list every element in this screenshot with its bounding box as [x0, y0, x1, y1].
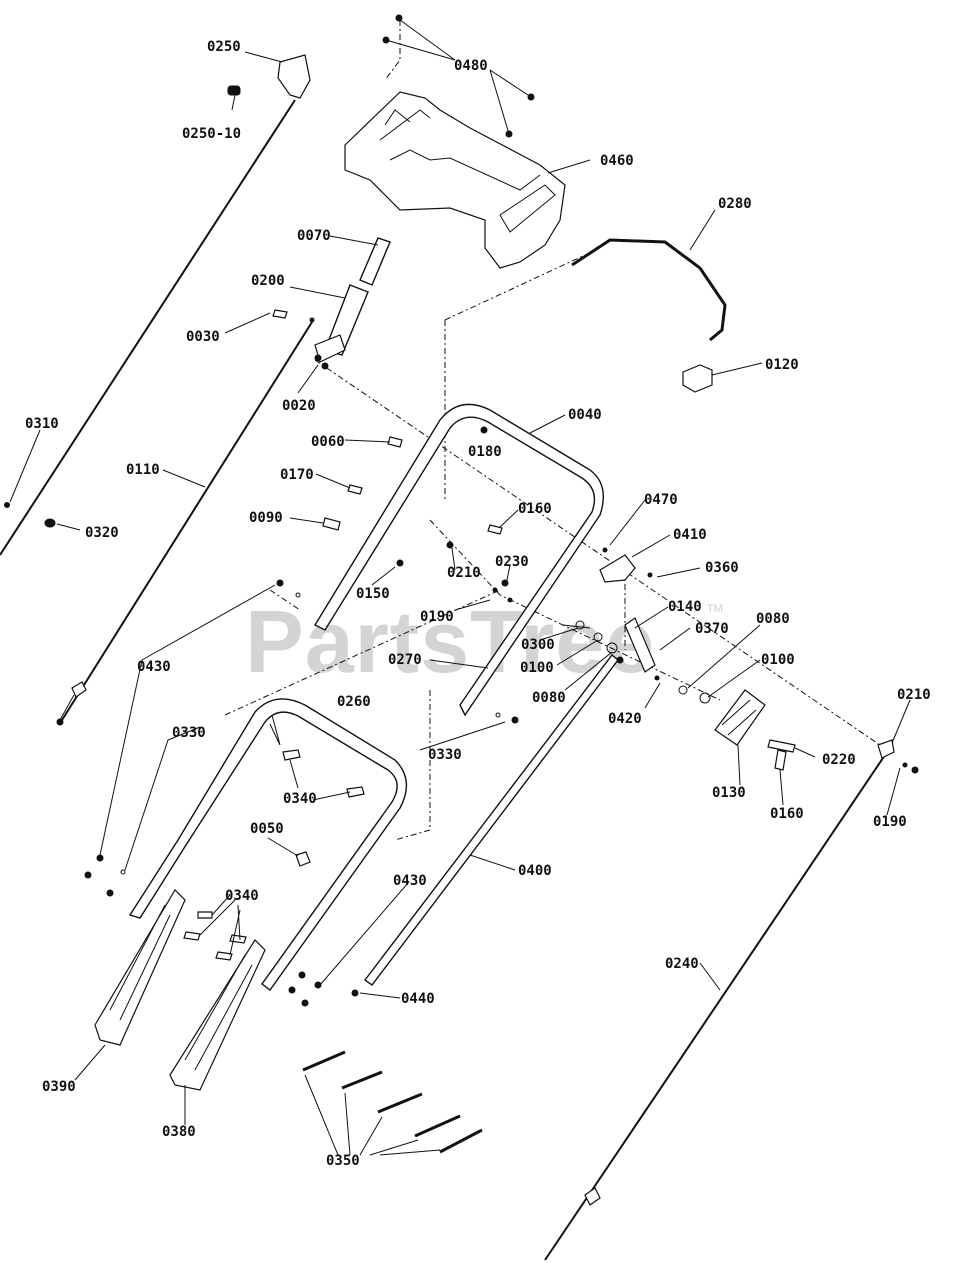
callout-0440: 0440: [401, 991, 435, 1007]
callout-0410: 0410: [673, 527, 707, 543]
cable-0240: [544, 739, 919, 1261]
callout-0420: 0420: [608, 711, 642, 727]
watermark: PartsTree TM: [245, 592, 723, 691]
callout-0110: 0110: [126, 462, 160, 478]
watermark-text: PartsTree: [245, 592, 655, 691]
callout-0170: 0170: [280, 467, 314, 483]
callout-0430-right: 0430: [393, 873, 427, 889]
callout-0210-right: 0210: [897, 687, 931, 703]
control-tube-0200: [272, 237, 391, 370]
upper-handle-0040: [314, 403, 604, 717]
callout-0330-center: 0330: [428, 747, 462, 763]
callout-0140: 0140: [668, 599, 702, 615]
callout-0210-left: 0210: [447, 565, 481, 581]
callout-0270: 0270: [388, 652, 422, 668]
rod-0400: [351, 653, 619, 997]
callout-0090: 0090: [249, 510, 283, 526]
callout-0100-right: 0100: [761, 652, 795, 668]
callout-0470: 0470: [644, 492, 678, 508]
callout-0020: 0020: [282, 398, 316, 414]
callout-0320: 0320: [85, 525, 119, 541]
callout-0360: 0360: [705, 560, 739, 576]
callout-0080-upper: 0080: [756, 611, 790, 627]
callout-0300: 0300: [521, 637, 555, 653]
callout-0070: 0070: [297, 228, 331, 244]
callout-0080-lower: 0080: [532, 690, 566, 706]
callout-0280: 0280: [718, 196, 752, 212]
bail-rod-0280: [571, 238, 727, 393]
callout-0060: 0060: [311, 434, 345, 450]
callout-0330-left: 0330: [172, 725, 206, 741]
watermark-tm: TM: [707, 603, 723, 615]
callout-0340-lower: 0340: [225, 888, 259, 904]
callout-0180: 0180: [468, 444, 502, 460]
cable-ties-0350: [302, 1050, 483, 1154]
callout-0160-lower: 0160: [770, 806, 804, 822]
lower-handle-0260: [128, 698, 408, 991]
callout-0310: 0310: [25, 416, 59, 432]
callout-0260: 0260: [337, 694, 371, 710]
callout-0100-center: 0100: [520, 660, 554, 676]
callout-0190-right: 0190: [873, 814, 907, 830]
callout-0340-upper: 0340: [283, 791, 317, 807]
callout-0150: 0150: [356, 586, 390, 602]
callout-0050: 0050: [250, 821, 284, 837]
cable-0110: [56, 321, 313, 726]
console-housing-0460: [344, 14, 566, 269]
control-cable-0310: [0, 54, 311, 556]
callout-0030: 0030: [186, 329, 220, 345]
brackets-0390-0380: [94, 889, 266, 1091]
callout-0390: 0390: [42, 1079, 76, 1095]
callout-0200: 0200: [251, 273, 285, 289]
bracket-0410-0140: [599, 547, 656, 673]
callout-0190-left: 0190: [420, 609, 454, 625]
callout-0250: 0250: [207, 39, 241, 55]
alignment-lines: [224, 20, 881, 841]
leader-lines: [9, 19, 911, 1156]
callout-0130: 0130: [712, 785, 746, 801]
callout-0220: 0220: [822, 752, 856, 768]
callout-0040: 0040: [568, 407, 602, 423]
callout-0250-10: 0250-10: [182, 126, 241, 142]
callout-0480: 0480: [454, 58, 488, 74]
callout-labels: 0250 0250-10 0480 0460 0280 0070 0200 00…: [25, 39, 931, 1169]
callout-0230: 0230: [495, 554, 529, 570]
callout-0350: 0350: [326, 1153, 360, 1169]
block-0130: [714, 689, 796, 771]
callout-0400: 0400: [518, 863, 552, 879]
callout-0240: 0240: [665, 956, 699, 972]
callout-0160-upper: 0160: [518, 501, 552, 517]
callout-0380: 0380: [162, 1124, 196, 1140]
callout-0120: 0120: [765, 357, 799, 373]
callout-0370: 0370: [695, 621, 729, 637]
callout-0460: 0460: [600, 153, 634, 169]
callout-0430-left: 0430: [137, 659, 171, 675]
